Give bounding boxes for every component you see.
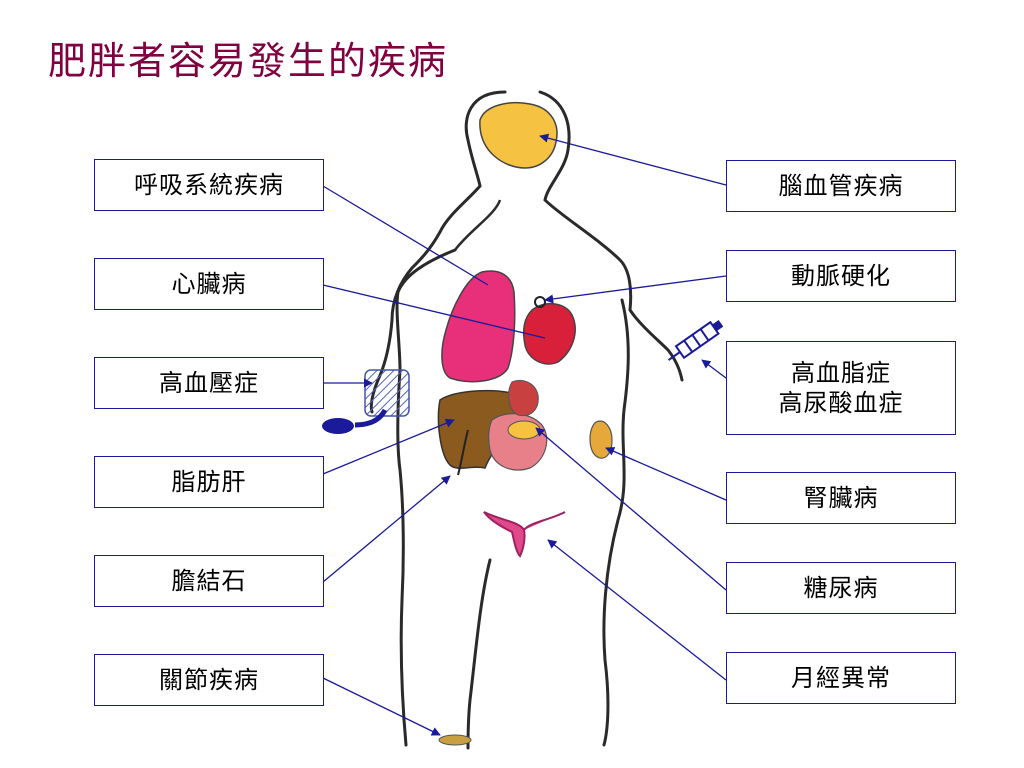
kidney-shape	[589, 420, 613, 459]
label-respiratory: 呼吸系統疾病	[94, 159, 324, 211]
leader-atherosclerosis	[544, 275, 727, 304]
label-atherosclerosis-text: 動脈硬化	[791, 262, 891, 290]
label-respiratory-text: 呼吸系統疾病	[134, 171, 284, 199]
label-kidney: 腎臟病	[726, 472, 956, 524]
bp-cuff	[364, 369, 410, 417]
label-fatty-liver-text: 脂肪肝	[171, 468, 247, 496]
label-diabetes-text: 糖尿病	[803, 574, 879, 602]
page-title: 肥胖者容易發生的疾病	[48, 39, 449, 83]
label-gallstones: 膽結石	[94, 555, 324, 607]
label-joint: 關節疾病	[94, 654, 324, 706]
label-cerebrovascular: 腦血管疾病	[726, 160, 956, 212]
label-heart-text: 心臟病	[171, 270, 247, 298]
bp-tube	[354, 408, 388, 428]
leader-diabetes	[535, 427, 727, 591]
neck-line	[454, 199, 502, 251]
syringe-icon	[667, 320, 724, 361]
label-hypertension-text: 高血壓症	[159, 369, 259, 397]
leader-hyperlipidemia	[701, 359, 727, 379]
leader-gallstones	[322, 475, 451, 583]
leader-menstrual	[547, 539, 727, 681]
label-menstrual-text: 月經異常	[791, 664, 891, 692]
gallbladder-shape	[507, 420, 541, 440]
brain-shape	[479, 101, 558, 169]
label-heart: 心臟病	[94, 258, 324, 310]
bp-bulb	[322, 418, 354, 434]
leader-respiratory	[322, 185, 489, 286]
leader-fatty-liver	[322, 418, 455, 475]
uterus-shape	[483, 511, 566, 558]
knee-shape	[438, 734, 472, 746]
label-hyperlipidemia: 高血脂症 高尿酸血症	[726, 341, 956, 435]
label-menstrual: 月經異常	[726, 652, 956, 704]
label-kidney-text: 腎臟病	[803, 484, 879, 512]
lung-shape	[441, 270, 516, 383]
label-joint-text: 關節疾病	[159, 666, 259, 694]
label-cerebrovascular-text: 腦血管疾病	[778, 172, 904, 200]
label-gallstones-text: 膽結石	[171, 567, 247, 595]
leader-heart	[322, 284, 546, 339]
leader-kidney	[605, 447, 727, 501]
label-hyperlipidemia-text: 高血脂症	[791, 359, 891, 387]
label-hyperuricemia-text: 高尿酸血症	[778, 389, 904, 417]
heart-shape	[522, 303, 576, 365]
leader-lines	[322, 133, 727, 736]
leader-joint	[322, 677, 441, 736]
label-atherosclerosis: 動脈硬化	[726, 250, 956, 302]
label-diabetes: 糖尿病	[726, 562, 956, 614]
gall-duct	[457, 429, 469, 476]
pancreas-shape	[508, 380, 539, 417]
leader-cerebrovascular	[539, 133, 727, 186]
label-fatty-liver: 脂肪肝	[94, 456, 324, 508]
label-hypertension: 高血壓症	[94, 357, 324, 409]
